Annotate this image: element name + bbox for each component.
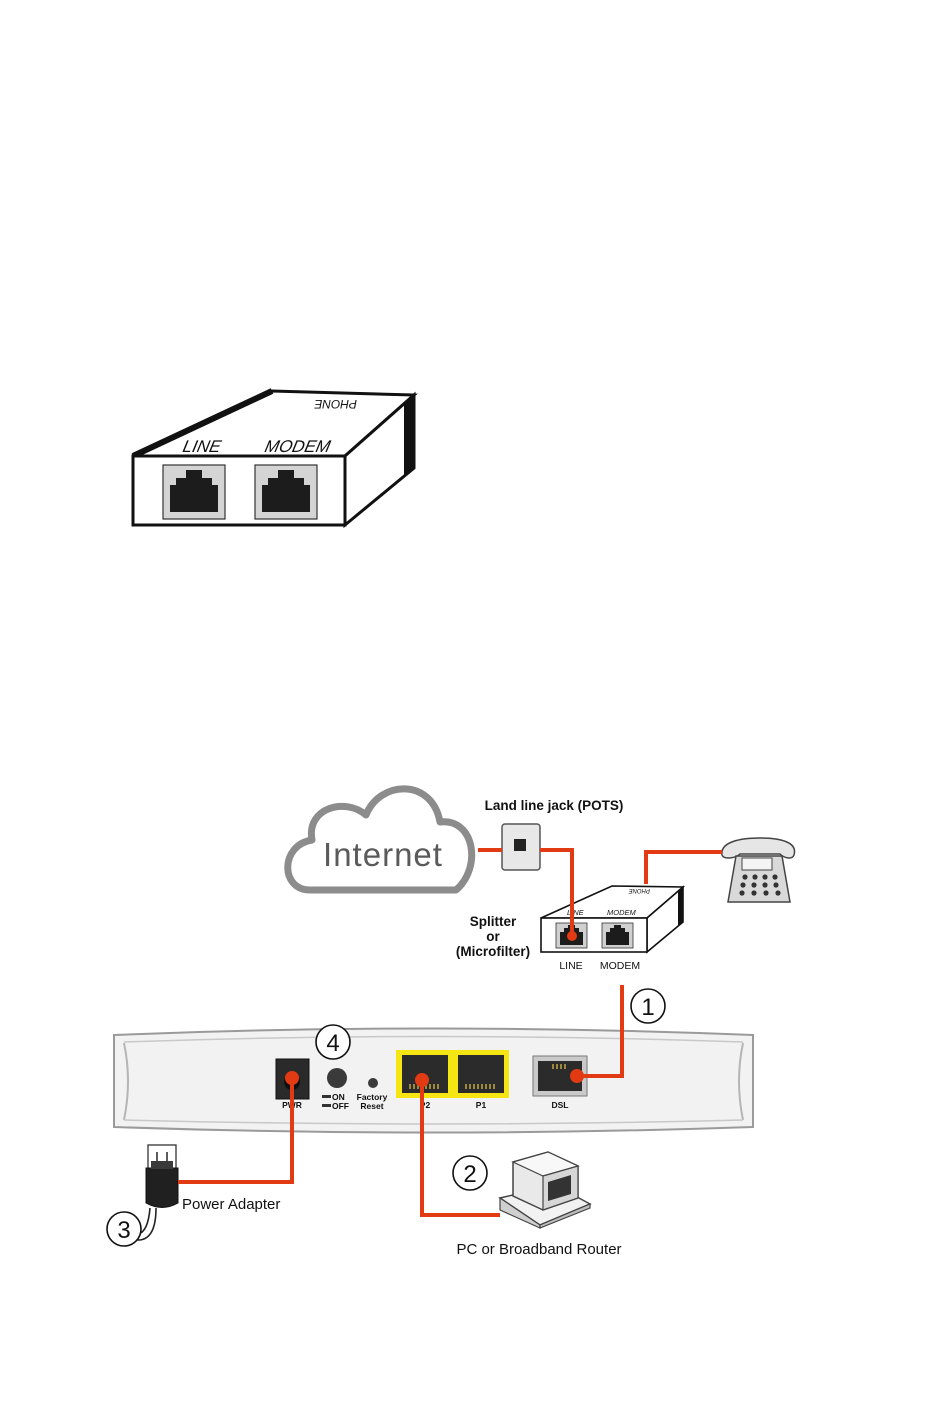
pc-router-label: PC or Broadband Router bbox=[456, 1241, 621, 1258]
modem-off-label: OFF bbox=[332, 1101, 349, 1111]
connection-diagram: Internet Land line jack (POTS) bbox=[107, 789, 795, 1258]
splitter-large-phone-label: PHONE bbox=[313, 397, 357, 411]
step-3-badge: 3 bbox=[107, 1212, 141, 1246]
svg-text:4: 4 bbox=[326, 1030, 339, 1057]
splitter-label-line1: Splitter bbox=[470, 914, 517, 929]
wall-jack-label: Land line jack (POTS) bbox=[485, 798, 624, 813]
power-adapter-label: Power Adapter bbox=[182, 1196, 280, 1213]
splitter-large-line-label: LINE bbox=[181, 436, 224, 456]
step-4-badge: 4 bbox=[316, 1025, 350, 1059]
splitter-small-top-modem: MODEM bbox=[607, 908, 637, 917]
cable-splitter-to-phone bbox=[646, 852, 722, 884]
modem-dsl-label: DSL bbox=[552, 1100, 569, 1110]
splitter-small: LINE MODEM PHONE bbox=[541, 886, 683, 952]
splitter-label-line2: or bbox=[486, 929, 500, 944]
lan-port-p1 bbox=[458, 1055, 504, 1093]
splitter-bottom-modem-label: MODEM bbox=[600, 960, 640, 972]
splitter-small-top-line: LINE bbox=[567, 908, 585, 917]
svg-text:1: 1 bbox=[641, 994, 654, 1021]
svg-text:3: 3 bbox=[117, 1217, 130, 1244]
factory-reset-button bbox=[368, 1078, 378, 1088]
modem-reset-label: Reset bbox=[360, 1101, 383, 1111]
svg-text:2: 2 bbox=[463, 1161, 476, 1188]
splitter-small-top-phone: PHONE bbox=[628, 887, 650, 893]
splitter-bottom-line-label: LINE bbox=[559, 960, 582, 972]
power-button bbox=[327, 1068, 347, 1088]
splitter-large-modem-label: MODEM bbox=[263, 436, 333, 456]
power-adapter-icon bbox=[146, 1145, 178, 1208]
telephone-icon bbox=[722, 838, 795, 902]
step-1-badge: 1 bbox=[631, 989, 665, 1023]
splitter-large-edge bbox=[404, 395, 414, 477]
modem-rear-panel: PWR ON OFF Factory Reset P2 P1 DSL bbox=[114, 1029, 753, 1133]
pc-router-icon bbox=[500, 1152, 590, 1228]
internet-cloud: Internet bbox=[288, 789, 472, 890]
cloud-label: Internet bbox=[323, 836, 443, 873]
modem-p1-label: P1 bbox=[476, 1100, 487, 1110]
wall-jack-icon bbox=[502, 824, 540, 870]
step-2-badge: 2 bbox=[453, 1156, 487, 1190]
splitter-label-line3: (Microfilter) bbox=[456, 944, 530, 959]
splitter-large-illustration: LINE MODEM PHONE bbox=[133, 391, 414, 525]
